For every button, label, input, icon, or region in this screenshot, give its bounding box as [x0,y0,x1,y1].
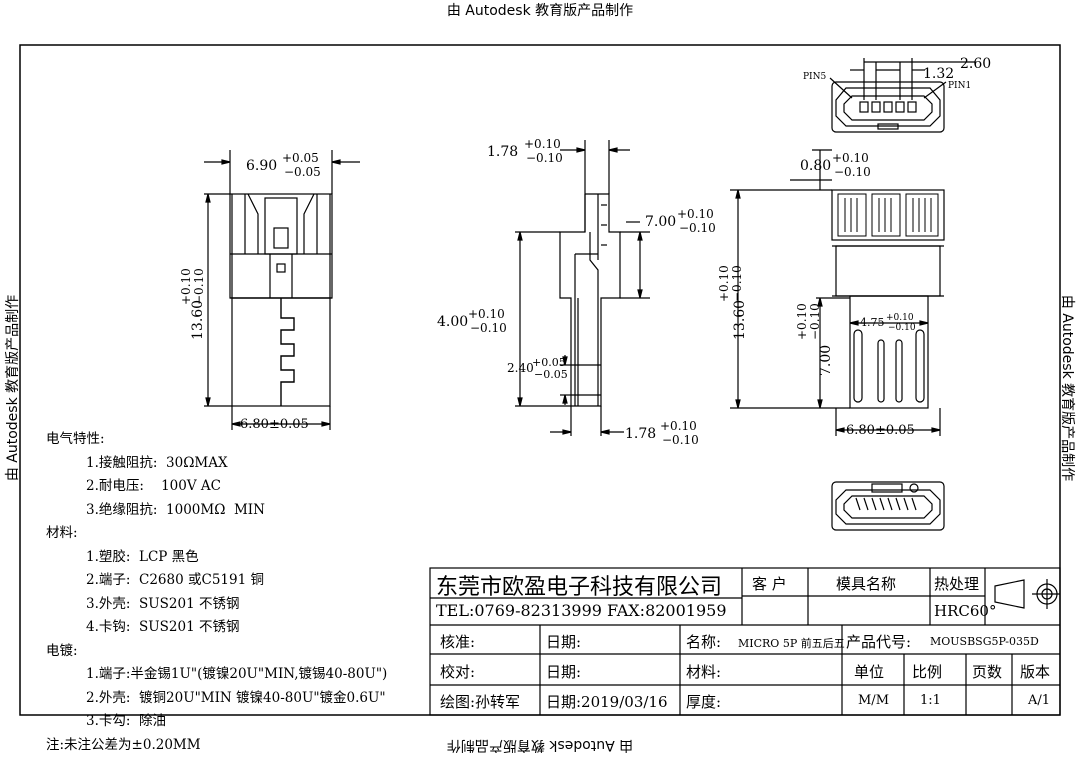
scale-label: 比例 [912,661,942,682]
svg-text:−0.10: −0.10 [730,265,744,302]
svg-text:−0.10: −0.10 [192,268,206,305]
svg-text:−0.05: −0.05 [284,165,321,179]
right-view-hatch [845,198,931,232]
mat-item: 4.卡钩: SUS201 不锈钢 [46,616,387,640]
projection-symbol [995,580,1024,608]
side-bottom-dim: 1.78 [625,426,656,442]
side-view [515,140,650,436]
elec-item: 1.接触阻抗: 30ΩMAX [46,452,387,476]
check-label: 校对: [440,661,475,682]
mat-title: 材料: [46,522,387,546]
plat-item: 3.卡勾: 除油 [46,710,387,734]
side-top-dim: 1.78 [487,144,518,160]
svg-text:+0.10: +0.10 [660,419,697,433]
plat-item: 2.外壳: 镀铜20U"MIN 镀镍40-80U"镀金0.6U" [46,687,387,711]
mat-item: 2.端子: C2680 或C5191 铜 [46,569,387,593]
thickness-label: 厚度: [686,691,721,712]
mat-item: 3.外壳: SUS201 不锈钢 [46,593,387,617]
svg-text:+0.10: +0.10 [717,265,731,302]
elec-item: 2.耐电压: 100V AC [46,475,387,499]
svg-text:−0.05: −0.05 [534,368,568,381]
svg-text:+0.10: +0.10 [886,313,914,323]
company-name: 东莞市欧盈电子科技有限公司 [436,569,722,601]
date-label-3: 日期:2019/03/16 [546,691,668,712]
elec-item: 3.绝缘阻抗: 1000MΩ MIN [46,499,387,523]
approve-label: 核准: [440,631,475,652]
version-value: A/1 [1028,693,1050,708]
customer-label: 客 户 [752,573,787,594]
svg-text:+0.10: +0.10 [795,303,809,340]
drawn-by: 绘图:孙转军 [440,691,520,712]
front-view [204,150,360,430]
code-value: MOUSBSG5P-035D [930,635,1039,648]
version-label: 版本 [1020,661,1050,682]
front-width-dim: 6.90 [246,158,277,174]
heat-treat-label: 热处理 [934,573,979,594]
svg-text:−0.10: −0.10 [834,165,871,179]
end-view-bottom [832,482,944,530]
date-label-2: 日期: [546,661,581,682]
svg-text:+0.10: +0.10 [468,307,505,321]
plat-title: 电镀: [46,640,387,664]
right-top-dim: 0.80 [800,158,831,174]
right-inner-h-dim: 7.00 [818,345,834,376]
right-height-dim: 13.60 [732,300,748,340]
name-value: MICRO 5P 前五后五 [738,635,845,651]
mat-item: 1.塑胶: LCP 黑色 [46,546,387,570]
end-dim-a: 1.32 [923,66,954,82]
pages-label: 页数 [972,661,1002,682]
svg-text:−0.10: −0.10 [662,433,699,447]
unit-label: 单位 [854,661,884,682]
svg-text:+0.10: +0.10 [179,268,193,305]
elec-title: 电气特性: [46,428,387,452]
svg-text:−0.10: −0.10 [470,321,507,335]
pin1-label: PIN1 [948,81,971,91]
tolerance-note: 注:未注公差为±0.20MM [46,734,387,757]
unit-value: M/M [858,693,889,708]
date-label-1: 日期: [546,631,581,652]
plat-item: 1.端子:半金锡1U"(镀镍20U"MIN,镀锡40-80U") [46,663,387,687]
side-right-dim: 7.00 [645,214,676,230]
pin5-label: PIN5 [803,72,826,82]
spec-notes: 电气特性: 1.接触阻抗: 30ΩMAX 2.耐电压: 100V AC 3.绝缘… [46,428,387,757]
svg-text:−0.10: −0.10 [808,303,822,340]
svg-text:+0.10: +0.10 [524,137,561,151]
right-bottom-dim: 6.80±0.05 [846,423,915,438]
hrc-value: HRC60° [934,602,996,620]
svg-text:+0.05: +0.05 [282,151,319,165]
company-contact: TEL:0769-82313999 FAX:82001959 [436,601,727,620]
svg-text:−0.10: −0.10 [526,151,563,165]
right-view-pins [838,194,938,236]
side-small-dim: 2.40 [507,361,534,375]
name-label: 名称: [686,631,721,652]
side-left-dim: 4.00 [437,314,468,330]
end-dim-b: 2.60 [960,56,991,72]
right-inner-w-dim: 4.75 [860,316,885,329]
code-label: 产品代号: [846,631,911,652]
mold-name-label: 模具名称 [836,573,896,594]
svg-text:+0.10: +0.10 [832,151,869,165]
svg-text:−0.10: −0.10 [679,221,716,235]
svg-text:−0.10: −0.10 [888,323,916,333]
scale-value: 1:1 [920,693,941,708]
material-label: 材料: [686,661,721,682]
right-view [832,190,944,408]
svg-text:+0.10: +0.10 [677,207,714,221]
